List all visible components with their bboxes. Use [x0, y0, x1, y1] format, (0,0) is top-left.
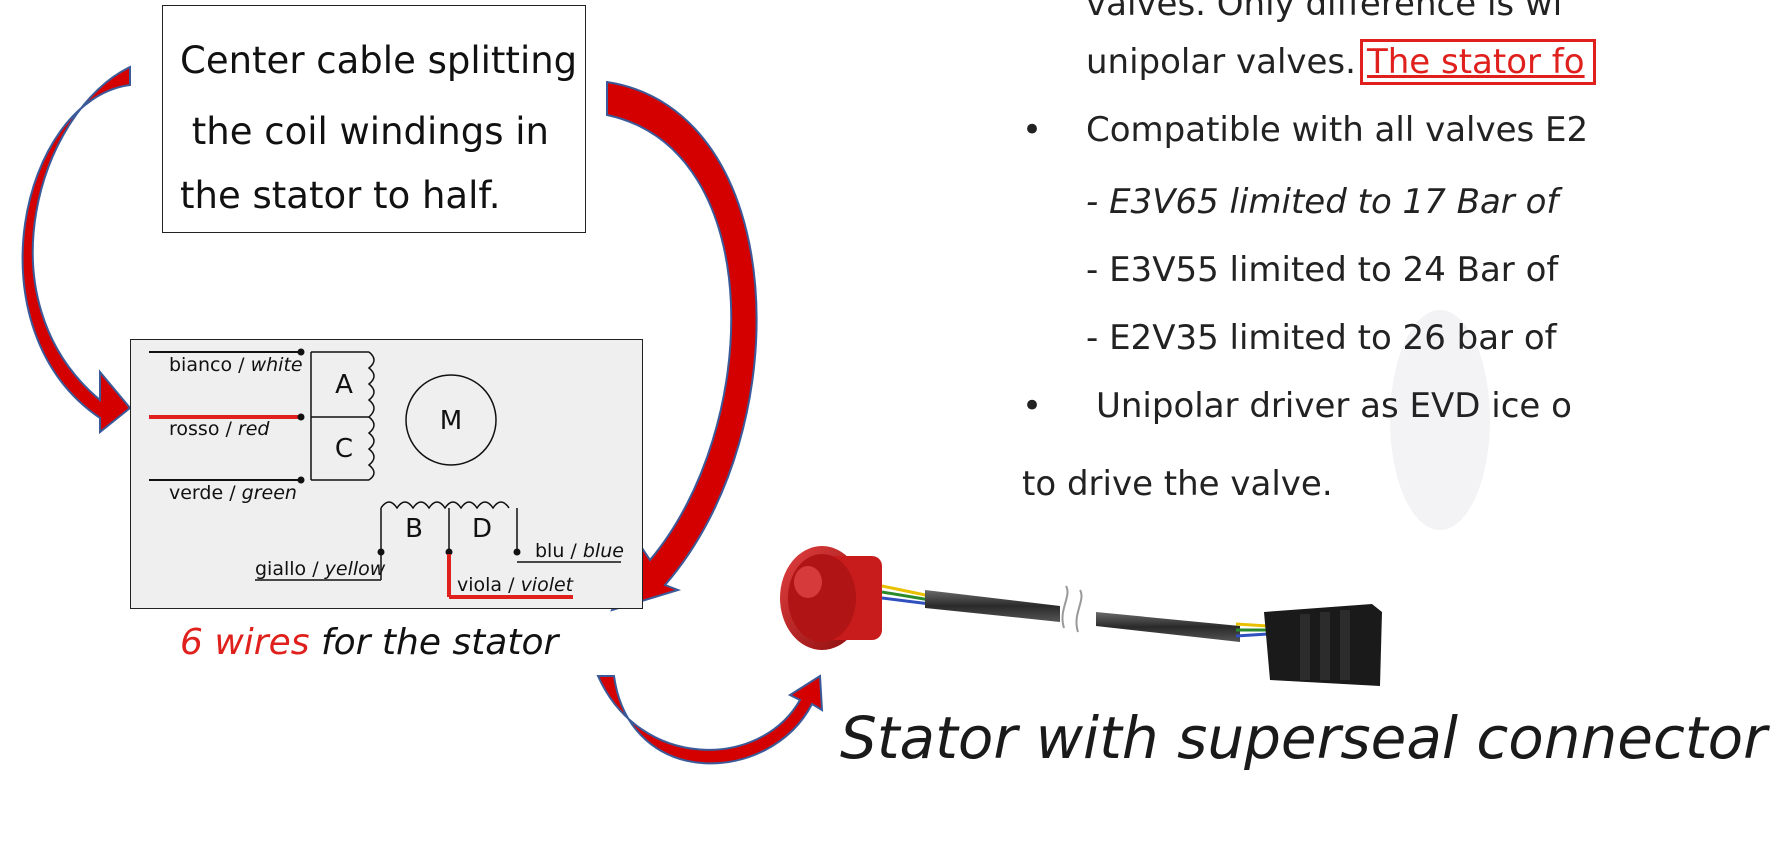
wire-label-red: rosso / red	[169, 418, 270, 440]
right-curved-arrow	[606, 80, 758, 612]
wire-label-white: bianco / white	[169, 354, 303, 376]
wire-label-green: verde / green	[169, 482, 297, 504]
callout-line-1: Center cable splitting	[180, 39, 578, 82]
stator-photo	[780, 546, 1382, 686]
text-drive-valve: to drive the valve.	[1022, 464, 1333, 504]
wiring-diagram: bianco / white rosso / red verde / green…	[130, 339, 643, 609]
text-compatible: Compatible with all valves E2	[1086, 110, 1589, 150]
faint-watermark-shape	[1390, 310, 1490, 530]
coil-a-label: A	[335, 370, 353, 400]
bullet-1: •	[1022, 110, 1043, 150]
text-unipolar-driver: Unipolar driver as EVD ice o	[1096, 386, 1572, 426]
text-e3v55: - E3V55 limited to 24 Bar of	[1086, 250, 1559, 290]
callout-line-3: the stator to half.	[180, 174, 501, 217]
text-e2v35: - E2V35 limited to 26 bar of	[1086, 318, 1557, 358]
wire-label-blue: blu / blue	[535, 540, 624, 562]
coil-c-label: C	[334, 434, 354, 464]
callout-box: Center cable splitting the coil windings…	[162, 5, 586, 233]
text-line-valves: valves. Only difference is wi	[1086, 0, 1563, 24]
wiring-lines	[149, 348, 621, 599]
wire-label-yellow: giallo / yellow	[255, 558, 386, 580]
bottom-u-arrow	[596, 674, 824, 765]
wires-count: 6 wires	[180, 622, 310, 663]
motor-label: M	[439, 406, 463, 436]
wires-caption: 6 wires for the stator	[180, 622, 558, 663]
stator-label: Stator with superseal connector	[840, 704, 1767, 772]
left-curved-arrow	[21, 65, 132, 435]
wires-caption-rest: for the stator	[309, 622, 559, 663]
text-e3v65: - E3V65 limited to 17 Bar of	[1086, 182, 1559, 222]
text-line-unipolar: unipolar valves.The stator fo	[1086, 39, 1596, 85]
bullet-2: •	[1022, 386, 1043, 426]
coil-d-label: D	[471, 514, 493, 544]
wire-label-violet: viola / violet	[457, 574, 574, 596]
stator-highlight-link[interactable]: The stator fo	[1359, 39, 1596, 85]
coil-b-label: B	[405, 514, 423, 544]
callout-line-2: the coil windings in	[180, 110, 550, 153]
